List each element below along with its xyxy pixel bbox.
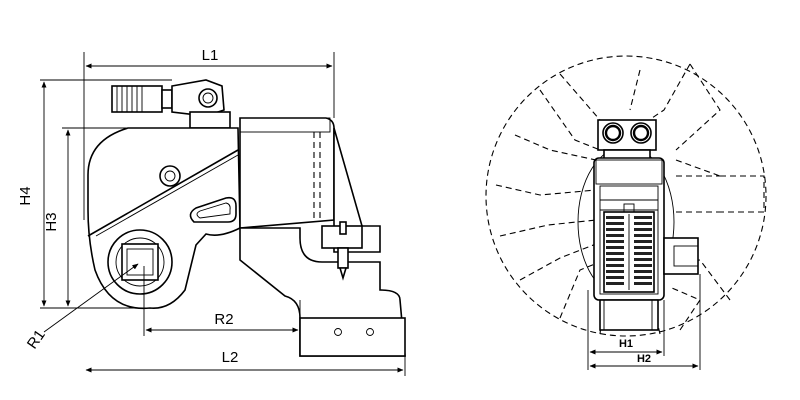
label-R2: R2 [214, 311, 233, 328]
label-H4: H4 [17, 186, 34, 205]
swivel-fitting [111, 79, 231, 129]
label-R1: R1 [24, 327, 49, 352]
label-H3: H3 [43, 212, 60, 231]
swing-circle [485, 55, 767, 337]
front-dimensions: H1 H2 [587, 274, 701, 370]
side-view [87, 79, 406, 357]
arm-positions [495, 63, 765, 335]
label-H1: H1 [619, 338, 633, 350]
couplers [597, 119, 657, 161]
label-L1: L1 [202, 47, 219, 64]
label-L2: L2 [222, 349, 239, 366]
square-drive [107, 229, 173, 295]
front-housing [593, 157, 699, 331]
cylinder-section [239, 117, 406, 357]
front-view [485, 55, 767, 337]
label-H2: H2 [637, 353, 651, 365]
